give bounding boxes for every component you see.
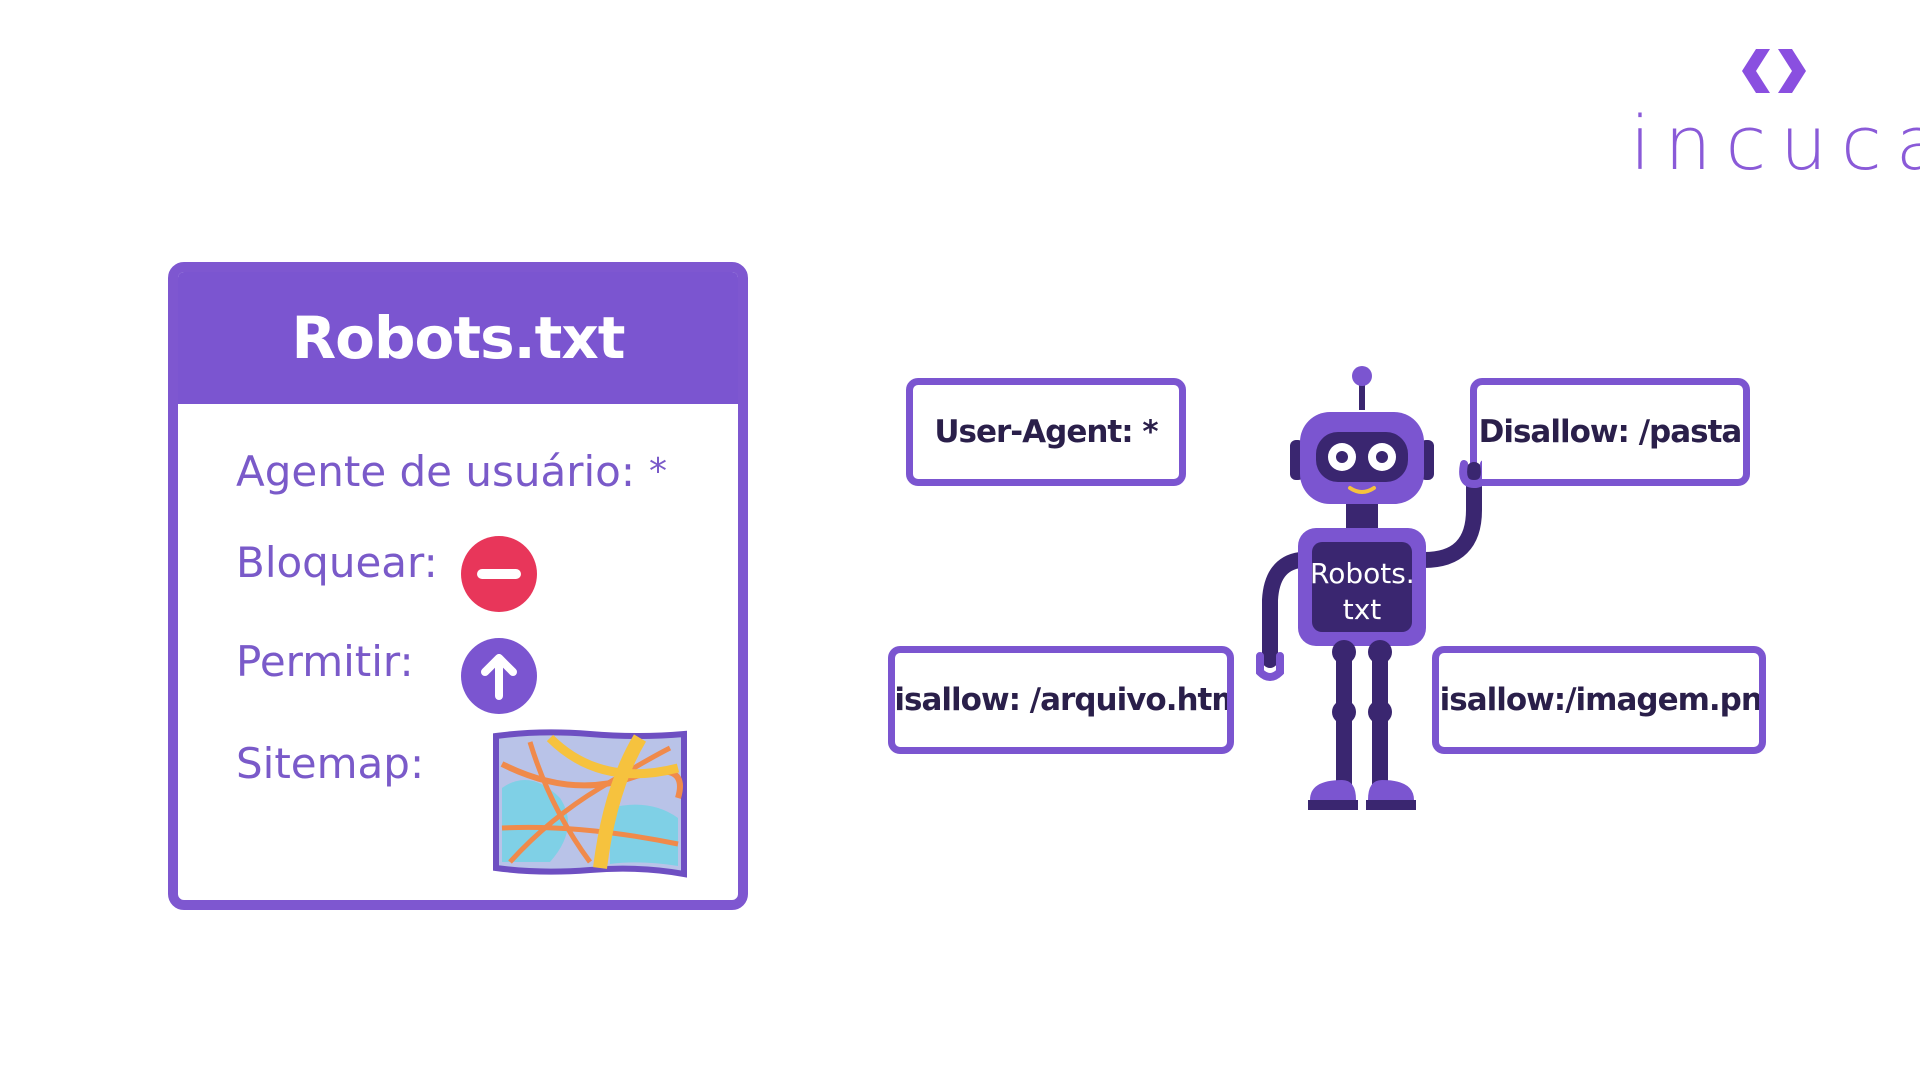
robot-illustration: Robots. txt <box>1242 360 1489 830</box>
user-agent-value: * <box>649 451 667 492</box>
sitemap-label: Sitemap: <box>236 739 425 788</box>
card-header: Robots.txt <box>178 272 738 404</box>
arrow-up-circle-icon <box>461 638 537 714</box>
block-row: Bloquear: <box>236 538 438 587</box>
user-agent-tag-text: User-Agent: * <box>934 414 1158 450</box>
sitemap-row: Sitemap: <box>236 739 424 788</box>
disallow-pasta-tag-text: Disallow: /pasta <box>1478 414 1743 450</box>
robot-chest-line1: Robots. <box>1310 557 1415 590</box>
allow-row: Permitir: <box>236 637 414 686</box>
robots-txt-card: Robots.txt Agente de usuário: * Bloquear… <box>168 262 748 910</box>
card-title: Robots.txt <box>291 304 625 372</box>
chevron-code-icon <box>1742 49 1806 93</box>
disallow-arquivo-tag-text: Disallow: /arquivo.html <box>888 682 1234 718</box>
disallow-imagem-tag-text: Disallow:/imagem.png <box>1432 682 1766 718</box>
brand-wordmark: incuca <box>1630 101 1920 187</box>
robot-chest-line2: txt <box>1342 593 1382 626</box>
map-icon <box>493 729 687 878</box>
disallow-imagem-tag: Disallow:/imagem.png <box>1432 646 1766 754</box>
user-agent-row: Agente de usuário: * <box>236 447 667 496</box>
user-agent-tag: User-Agent: * <box>906 378 1186 486</box>
disallow-pasta-tag: Disallow: /pasta <box>1470 378 1750 486</box>
block-label: Bloquear: <box>236 538 438 587</box>
robot-icon <box>1256 366 1489 810</box>
brand-logo: incuca <box>1630 45 1920 181</box>
robot-scene: User-Agent: * Disallow: /pasta Disallow:… <box>870 360 1790 830</box>
user-agent-label: Agente de usuário: <box>236 447 635 496</box>
robot-chest-label: Robots. txt <box>1310 556 1415 628</box>
disallow-arquivo-tag: Disallow: /arquivo.html <box>888 646 1234 754</box>
minus-circle-icon <box>461 536 537 612</box>
allow-label: Permitir: <box>236 637 414 686</box>
